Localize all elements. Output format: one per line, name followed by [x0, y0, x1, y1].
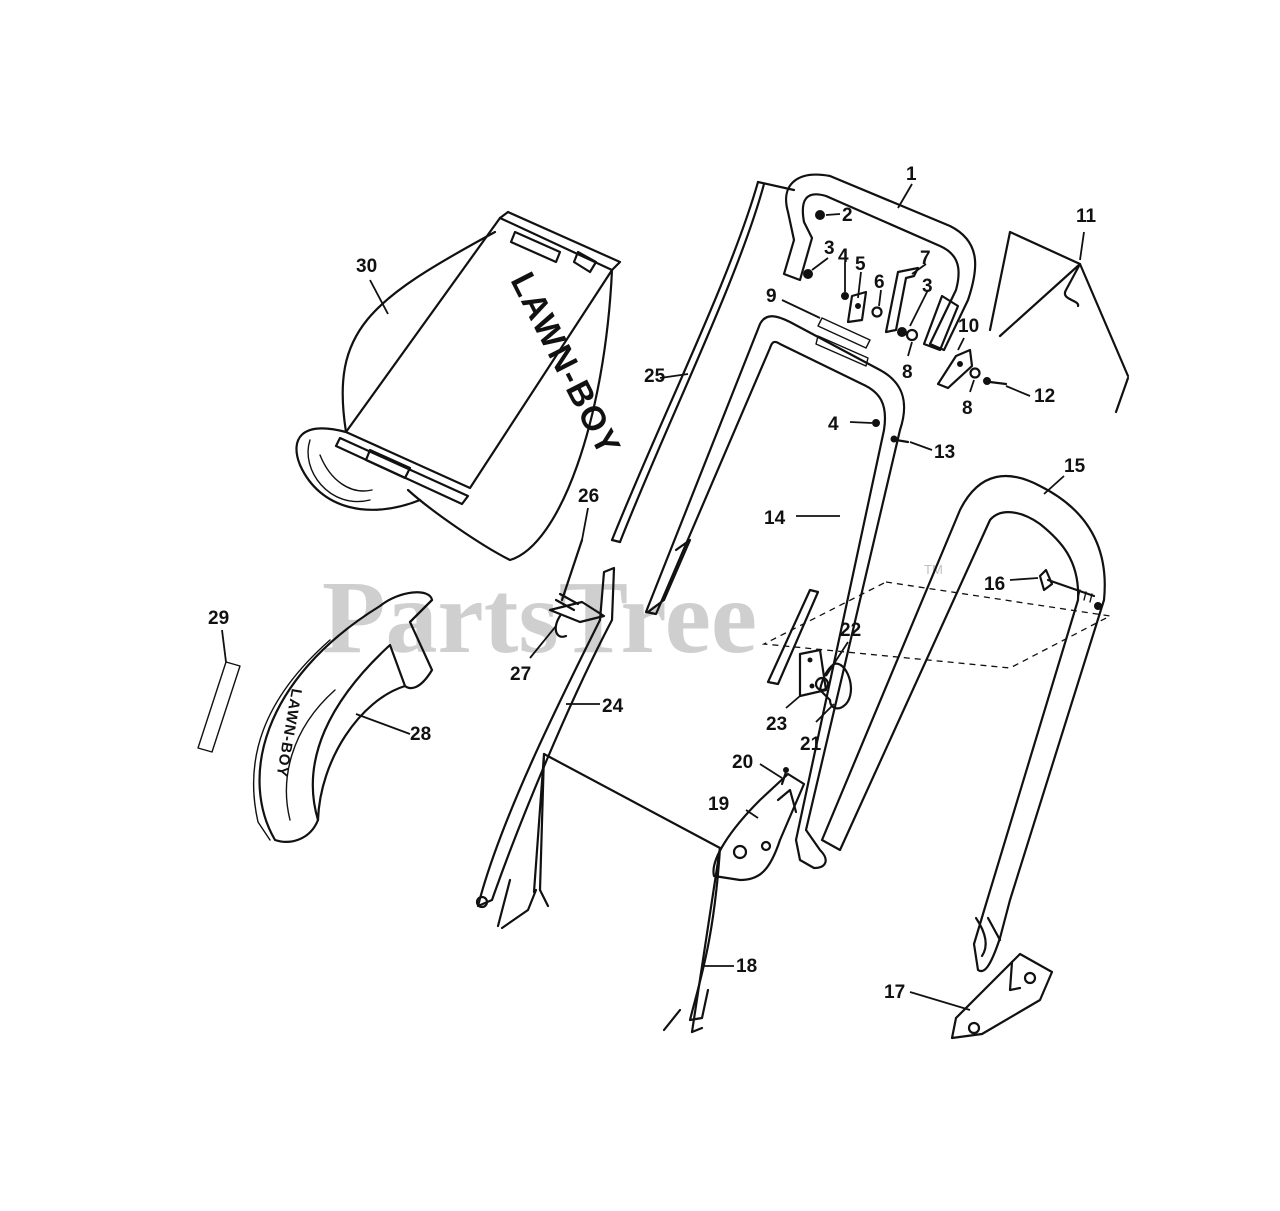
- callout-13: 13: [934, 442, 955, 463]
- callout-3: 3: [824, 238, 835, 259]
- callout-8: 8: [902, 362, 913, 383]
- leader-lines: [221, 183, 1085, 1011]
- callout-30: 30: [356, 256, 377, 277]
- part-29-decal[interactable]: [197, 661, 241, 753]
- callout-24: 24: [602, 696, 624, 717]
- part-3-nut-b[interactable]: [897, 327, 907, 337]
- watermark: PartsTree: [322, 560, 757, 675]
- part-7-latch[interactable]: [884, 266, 920, 334]
- part-26-rod[interactable]: [554, 538, 584, 612]
- callout-27: 27: [510, 664, 531, 685]
- part-4-screw-b[interactable]: [872, 419, 880, 427]
- callout-16: 16: [984, 574, 1005, 595]
- part-25-control-rod[interactable]: [610, 180, 796, 544]
- part-5-bracket[interactable]: [846, 290, 868, 324]
- callout-11: 11: [1076, 206, 1097, 227]
- part-2-nut[interactable]: [815, 210, 825, 220]
- callout-10: 10: [958, 316, 979, 337]
- callout-7: 7: [920, 248, 931, 269]
- callout-1: 1: [906, 164, 917, 185]
- part-30-grass-bag[interactable]: LAWN-BOY: [295, 210, 628, 562]
- callout-19: 19: [708, 794, 729, 815]
- part-10-bracket[interactable]: [936, 348, 974, 390]
- callout-8b: 8: [962, 398, 973, 419]
- callout-25: 25: [644, 366, 666, 387]
- part-9-decal[interactable]: [817, 317, 871, 349]
- part-3-nut[interactable]: [803, 269, 813, 279]
- callout-21: 21: [800, 734, 822, 755]
- callout-17: 17: [884, 982, 905, 1003]
- part-27-clip[interactable]: [548, 600, 606, 638]
- callout-9: 9: [766, 286, 777, 307]
- callout-22: 22: [840, 620, 861, 641]
- part-8-washer[interactable]: [905, 328, 919, 342]
- part-4-screw[interactable]: [841, 292, 849, 300]
- callout-4: 4: [838, 246, 849, 267]
- callout-12: 12: [1034, 386, 1055, 407]
- callout-28: 28: [410, 724, 431, 745]
- callout-26: 26: [578, 486, 599, 507]
- part-20-screw[interactable]: [780, 767, 789, 786]
- callout-2: 2: [842, 205, 853, 226]
- callout-labels: 1 2 3 3 4 4 5 6 7 8 8 9 10 11 12 13 14 1…: [208, 164, 1097, 1003]
- callout-14: 14: [764, 508, 786, 529]
- callout-4b: 4: [828, 414, 839, 435]
- callout-15: 15: [1064, 456, 1086, 477]
- callout-3b: 3: [922, 276, 933, 297]
- callout-18: 18: [736, 956, 757, 977]
- callout-29: 29: [208, 608, 229, 629]
- part-16-bolt[interactable]: [1038, 568, 1096, 603]
- part-8-washer-b[interactable]: [969, 367, 981, 379]
- part-19-bracket[interactable]: [712, 772, 806, 882]
- part-13-bolt[interactable]: [890, 435, 910, 444]
- part-24-lower-rod[interactable]: [475, 566, 616, 909]
- part-17-bracket[interactable]: [950, 952, 1054, 1040]
- bag-brand-lettering: LAWN-BOY: [503, 266, 628, 462]
- part-14-middle-handle[interactable]: [644, 315, 906, 870]
- callout-6: 6: [874, 272, 885, 293]
- callout-23: 23: [766, 714, 787, 735]
- part-12-bolt[interactable]: [983, 377, 1008, 386]
- part-11-wire[interactable]: [988, 230, 1130, 414]
- part-15-lower-handle[interactable]: [820, 474, 1106, 973]
- part-18-bail-wire[interactable]: [496, 752, 722, 1034]
- callout-20: 20: [732, 752, 753, 773]
- callout-5: 5: [855, 254, 866, 275]
- part-1-upper-handle[interactable]: [782, 173, 977, 352]
- assembly-guide-lines: [761, 581, 1113, 669]
- watermark-tm: TM: [924, 562, 943, 577]
- part-6-washer[interactable]: [871, 306, 883, 318]
- part-23-plate[interactable]: [798, 648, 828, 698]
